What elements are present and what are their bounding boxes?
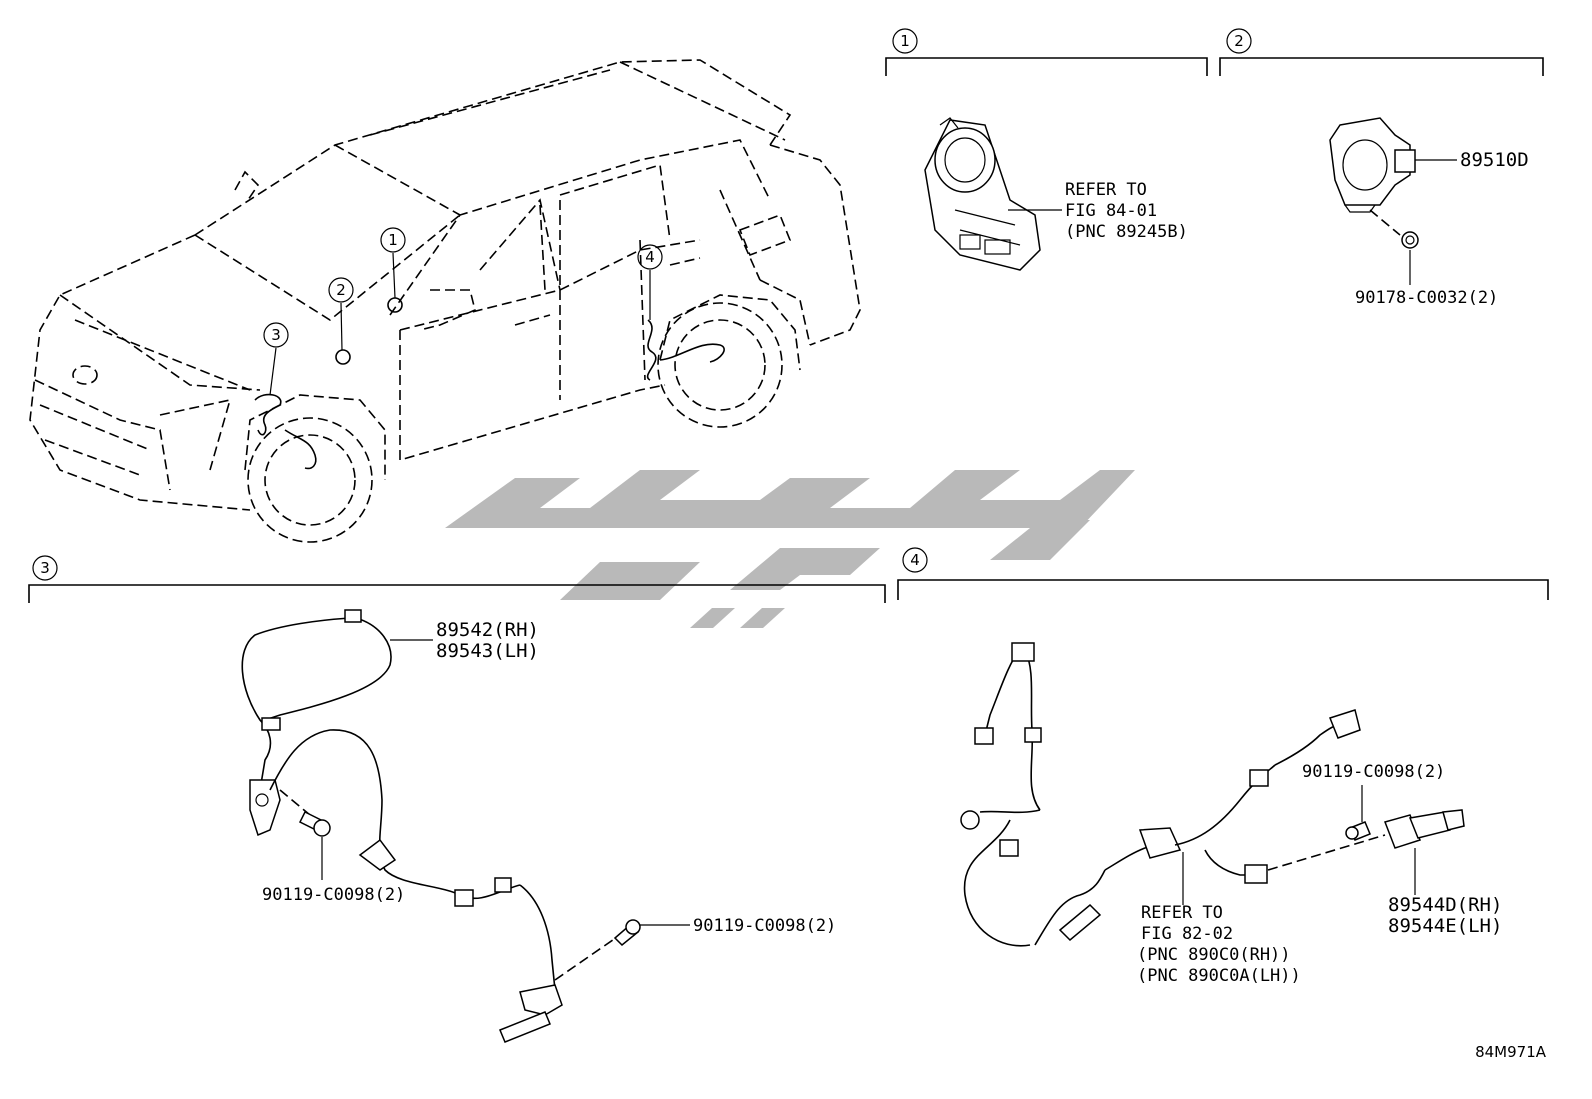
svg-text:89543(LH): 89543(LH): [436, 640, 539, 662]
svg-text:90119-C0098(2): 90119-C0098(2): [262, 885, 405, 905]
svg-text:2: 2: [1234, 32, 1244, 50]
svg-text:(PNC 890C0(RH)): (PNC 890C0(RH)): [1137, 945, 1291, 965]
svg-text:90119-C0098(2): 90119-C0098(2): [1302, 762, 1445, 782]
svg-text:1: 1: [388, 231, 398, 249]
watermark-logo: [445, 470, 1135, 628]
sensor-89544-illustration: [1384, 809, 1465, 849]
svg-text:1: 1: [900, 32, 910, 50]
svg-text:(PNC 89245B): (PNC 89245B): [1065, 222, 1188, 242]
section-4: 4: [897, 547, 1549, 986]
svg-text:3: 3: [40, 559, 50, 577]
svg-text:REFER TO: REFER TO: [1065, 180, 1147, 200]
callout-1-car: 1: [380, 227, 406, 253]
callout-2-car: 2: [328, 277, 354, 303]
section-2: 2 89510D 90178-C0032(2): [1219, 28, 1544, 308]
svg-text:2: 2: [336, 281, 346, 299]
section-1: 1 REFER TO FIG 84-01 (PNC 89245B): [885, 28, 1208, 271]
svg-text:89544D(RH): 89544D(RH): [1388, 894, 1502, 916]
section-3: 3 89542(RH) 89543(LH): [28, 555, 886, 1043]
steering-sensor-illustration: [924, 117, 1041, 271]
svg-text:89542(RH): 89542(RH): [436, 619, 539, 641]
svg-text:FIG 84-01: FIG 84-01: [1065, 201, 1157, 221]
wire-harness-front-illustration: [241, 609, 563, 1043]
svg-text:89510D: 89510D: [1460, 149, 1529, 171]
svg-text:89544E(LH): 89544E(LH): [1388, 915, 1502, 937]
figure-id: 84M971A: [1475, 1043, 1547, 1061]
svg-text:4: 4: [910, 551, 920, 569]
svg-text:4: 4: [645, 248, 655, 266]
svg-text:REFER TO: REFER TO: [1141, 903, 1223, 923]
svg-text:(PNC 890C0A(LH)): (PNC 890C0A(LH)): [1137, 966, 1301, 986]
svg-text:90178-C0032(2): 90178-C0032(2): [1355, 288, 1498, 308]
callout-4-car: 4: [637, 244, 663, 270]
svg-text:90119-C0098(2): 90119-C0098(2): [693, 916, 836, 936]
svg-text:FIG 82-02: FIG 82-02: [1141, 924, 1233, 944]
sensor-89510d-illustration: [1329, 117, 1416, 213]
wire-harness-rear-illustration: [960, 642, 1361, 947]
vehicle-illustration: [29, 59, 861, 543]
callout-3-car: 3: [263, 322, 289, 348]
svg-text:3: 3: [271, 326, 281, 344]
